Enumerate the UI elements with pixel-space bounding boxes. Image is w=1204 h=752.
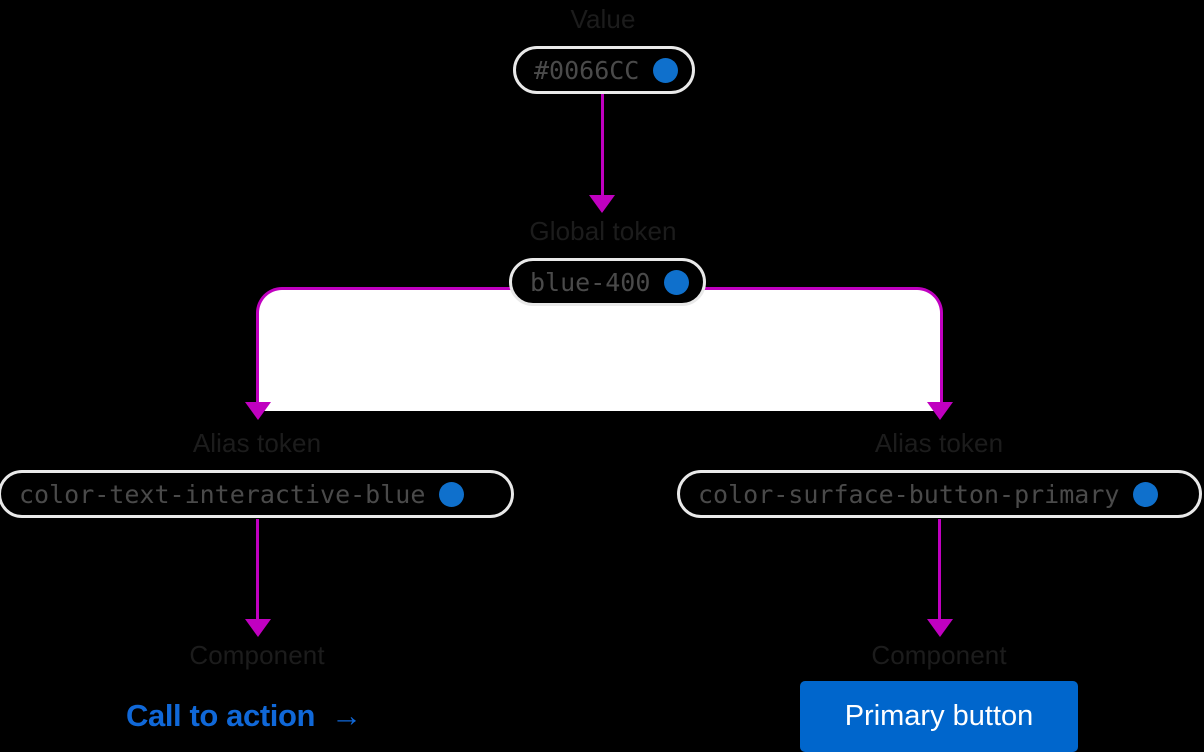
alias-token-stage-label-left: Alias token: [192, 428, 322, 458]
connector-value-to-global: [601, 94, 604, 195]
value-token-text: #0066CC: [534, 55, 640, 85]
component-stage-label-right: Component: [871, 640, 1007, 670]
component-stage-label-left: Component: [189, 640, 325, 670]
global-token-text: blue-400: [530, 267, 651, 297]
global-token-stage-label: Global token: [529, 216, 677, 246]
call-to-action-link[interactable]: Call to action →: [126, 700, 362, 731]
alias-token-right-text: color-surface-button-primary: [698, 479, 1120, 509]
primary-button[interactable]: Primary button: [800, 681, 1078, 752]
connector-alias-right-to-component: [938, 519, 941, 619]
arrow-head-value-to-global: [589, 195, 615, 213]
arrow-head-alias-right-to-component: [927, 619, 953, 637]
call-to-action-label: Call to action: [126, 698, 316, 733]
arrow-head-global-to-alias-right: [927, 402, 953, 420]
arrow-right-icon: →: [331, 698, 362, 733]
value-stage-label: Value: [570, 4, 636, 34]
global-token-color-swatch-icon: [664, 269, 690, 295]
alias-token-right-color-swatch-icon: [1133, 481, 1159, 507]
value-color-swatch-icon: [653, 57, 679, 83]
alias-token-left-color-swatch-icon: [439, 481, 465, 507]
alias-token-pill-text-interactive-blue[interactable]: color-text-interactive-blue: [0, 470, 514, 518]
alias-token-stage-label-right: Alias token: [874, 428, 1004, 458]
alias-token-pill-surface-button-primary[interactable]: color-surface-button-primary: [677, 470, 1202, 518]
global-token-pill[interactable]: blue-400: [509, 258, 707, 306]
alias-token-left-text: color-text-interactive-blue: [19, 479, 426, 509]
connector-alias-left-to-component: [256, 519, 259, 619]
arrow-head-global-to-alias-left: [245, 402, 271, 420]
arrow-head-alias-left-to-component: [245, 619, 271, 637]
value-token-pill[interactable]: #0066CC: [513, 46, 696, 94]
